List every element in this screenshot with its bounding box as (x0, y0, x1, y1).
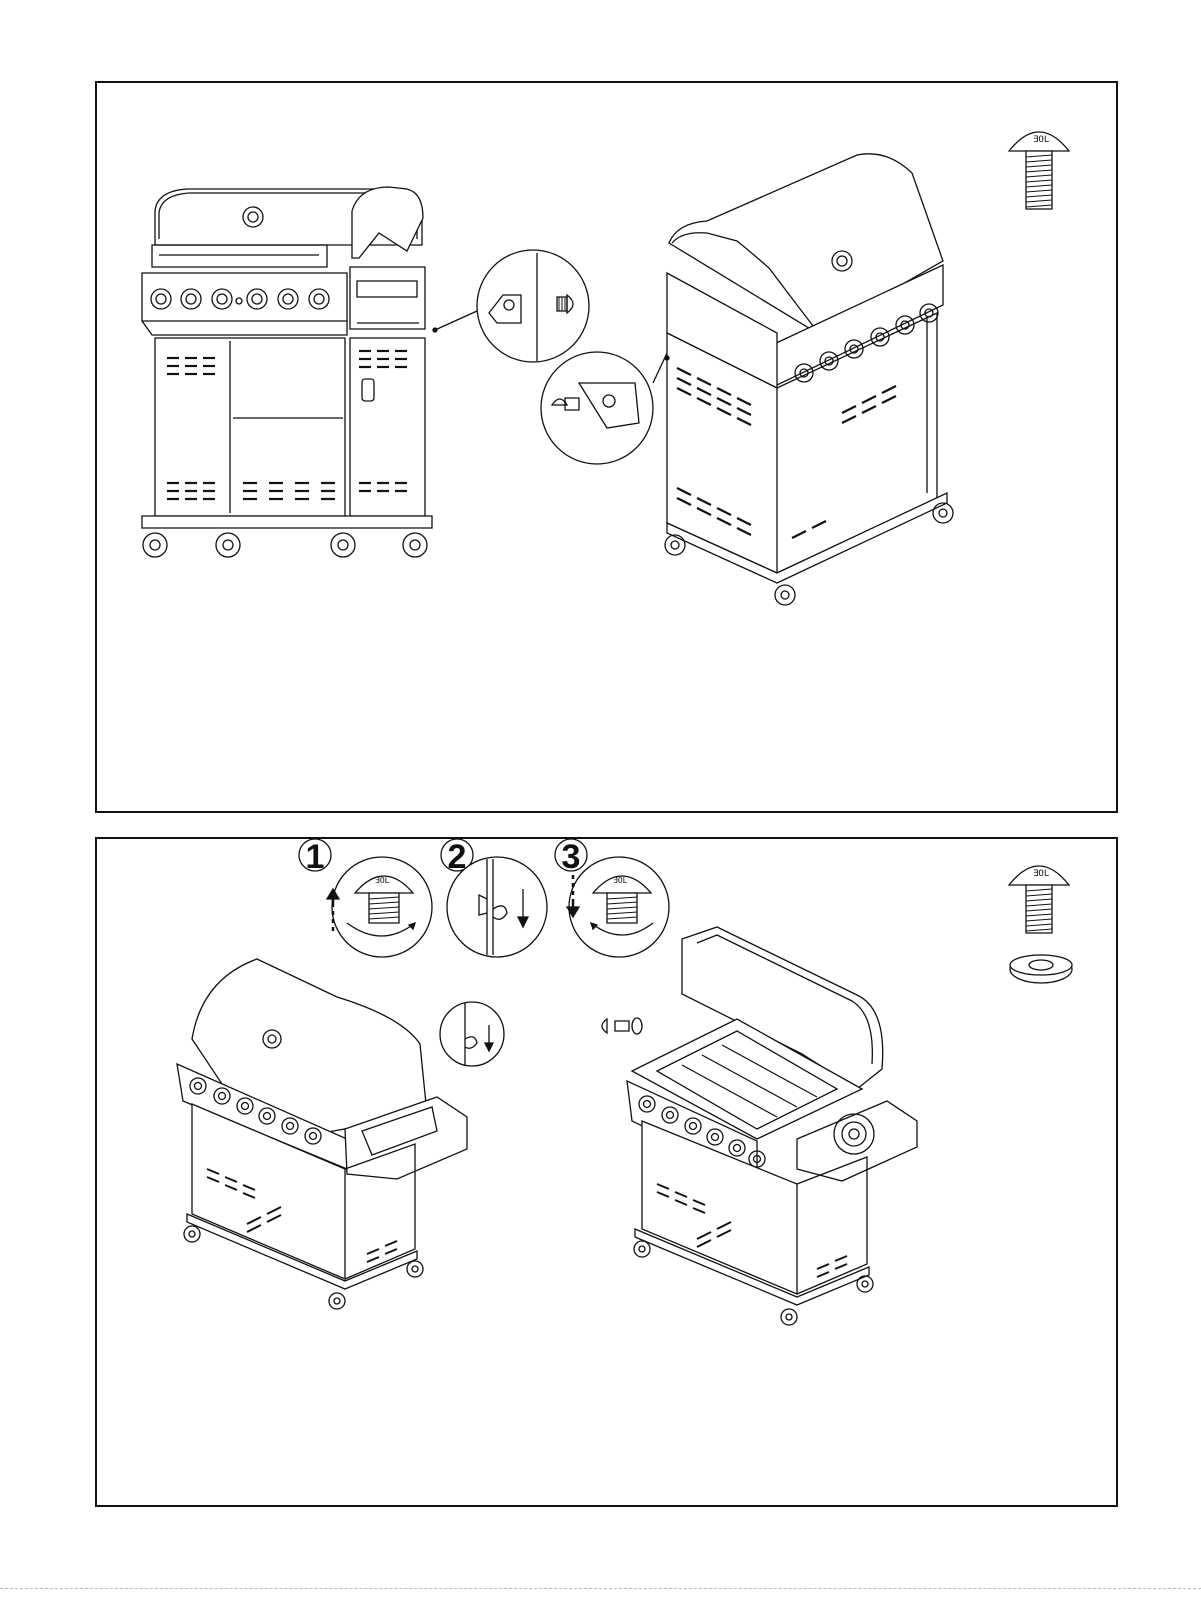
svg-text:ƎOL: ƎOL (375, 876, 390, 885)
bolt-washer-insert (602, 1018, 642, 1034)
step-number-1: 1 (306, 839, 325, 876)
grill-front-view (142, 187, 437, 557)
washer-icon (1010, 955, 1072, 983)
step-3: 3 ƎOL (555, 839, 669, 957)
svg-text:ƎOL: ƎOL (1033, 869, 1049, 879)
grill-angled-view (665, 154, 953, 605)
bolt-icon: ƎOL (1009, 866, 1069, 933)
step-1: 1 ƎOL (299, 839, 432, 957)
bolt-icon: ƎOL (1009, 132, 1069, 209)
step-2: 2 (441, 839, 547, 957)
grill-with-side-shelf (177, 959, 504, 1309)
assembly-panel-top: ƎOL (95, 81, 1118, 813)
svg-text:ƎOL: ƎOL (1033, 135, 1049, 145)
callout-bracket-bolt-1 (435, 250, 589, 362)
page-bottom-rule (0, 1588, 1201, 1589)
grill-lid-open-side-burner (602, 927, 917, 1325)
svg-text:ƎOL: ƎOL (613, 876, 628, 885)
step-number-3: 3 (562, 839, 581, 876)
callout-bracket-bolt-2 (541, 352, 667, 464)
assembly-panel-bottom: ƎOL 1 ƎOL (95, 837, 1118, 1507)
